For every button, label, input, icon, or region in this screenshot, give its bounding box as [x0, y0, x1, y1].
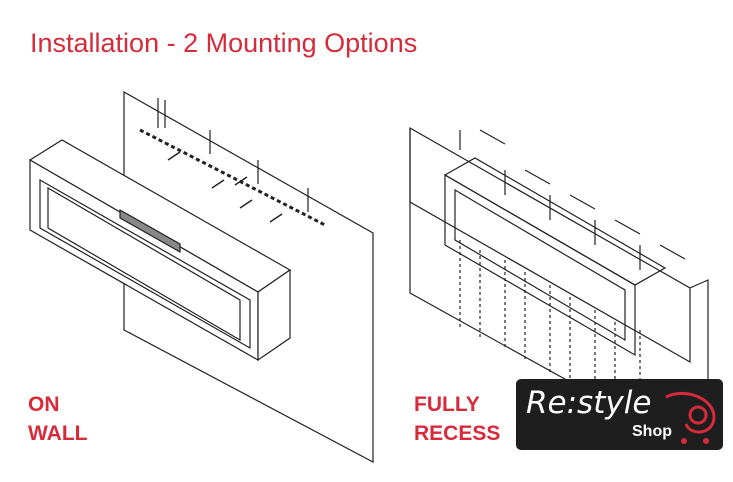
recess-line2: RECESS [414, 422, 501, 445]
cart-at-icon [665, 391, 716, 444]
on-wall-line1: ON [28, 393, 60, 416]
logo-sub-text: Shop [632, 423, 672, 440]
on-wall-label: ON WALL [28, 390, 87, 448]
page-title: Installation - 2 Mounting Options [30, 28, 418, 58]
on-wall-diagram [28, 90, 374, 463]
logo-main-text: Re:style [526, 385, 652, 421]
fully-recessed-label: FULLY RECESS [414, 390, 500, 448]
fully-recessed-diagram [409, 126, 709, 444]
on-wall-line2: WALL [28, 422, 88, 445]
recess-line1: FULLY [414, 393, 480, 416]
restyle-shop-logo: Re:style Shop [516, 379, 723, 450]
